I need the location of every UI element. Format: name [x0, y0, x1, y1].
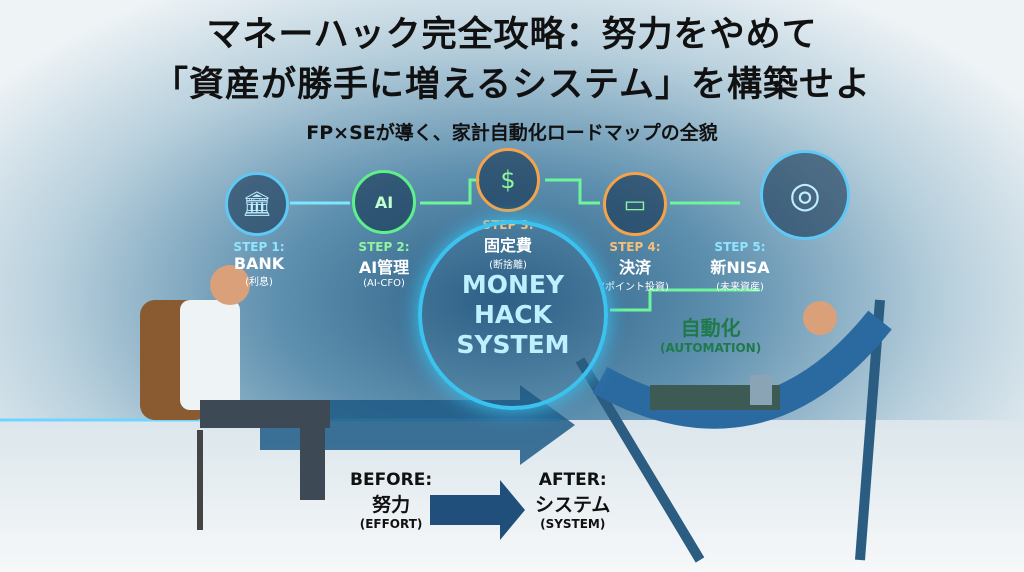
ai-chip-icon: AI [352, 170, 416, 234]
hub-line-2: HACK [474, 300, 552, 329]
before-head: BEFORE: [350, 470, 433, 490]
title-line-2: 「資産が勝手に増えるシステム」を構築せよ [153, 65, 871, 105]
circuit-line [610, 288, 760, 312]
before-jp: 努力 [372, 494, 411, 516]
step-label: AI管理 [358, 258, 410, 277]
brain-icon: ◎ [760, 150, 850, 240]
hub-line-1: MONEY [461, 270, 565, 299]
after-en: (SYSTEM) [540, 517, 606, 531]
subtitle: FP×SEが導く、家計自動化ロードマップの全貌 [306, 122, 718, 144]
step-number: STEP 2: [358, 240, 410, 254]
step-sub: (利息) [245, 277, 273, 288]
before-label: BEFORE: 努力 (EFFORT) [350, 470, 432, 531]
relaxing-man-hammock-illustration [575, 299, 892, 563]
step-4: STEP 4: 決済 (ポイント投資) [575, 240, 695, 293]
step-sub: (未来資産) [716, 282, 764, 293]
step-1: STEP 1: BANK (利息) [199, 240, 319, 288]
before-after-arrow-icon [430, 480, 525, 540]
automation-en: (AUTOMATION) [660, 341, 762, 355]
step-number: STEP 4: [609, 240, 661, 254]
title-line-1: マネーハック完全攻略：努力をやめて [206, 15, 818, 55]
step-label: 決済 [618, 258, 651, 277]
step-5: STEP 5: 新NISA (未来資産) [680, 240, 800, 293]
step-number: STEP 1: [233, 240, 285, 254]
coins-icon: $ [476, 148, 540, 212]
hub-line-3: SYSTEM [456, 330, 570, 359]
step-label: 新NISA [710, 258, 770, 277]
bank-icon: 🏛 [225, 172, 289, 236]
after-label: AFTER: システム (SYSTEM) [535, 470, 610, 531]
automation-jp: 自動化 [680, 316, 741, 340]
flow-arrow-2 [420, 178, 480, 205]
step-label: BANK [233, 254, 285, 273]
tired-man-illustration [140, 265, 330, 530]
after-jp: システム [535, 494, 611, 516]
flow-arrow-3 [545, 178, 600, 205]
before-en: (EFFORT) [359, 517, 423, 531]
step-sub: (AI-CFO) [363, 278, 405, 289]
step-number: STEP 5: [714, 240, 766, 254]
after-head: AFTER: [538, 470, 607, 490]
card-icon: ▭ [603, 172, 667, 236]
step-2: STEP 2: AI管理 (AI-CFO) [324, 240, 444, 289]
step-sub: (ポイント投資) [601, 282, 669, 293]
automation-label: 自動化 (AUTOMATION) [660, 312, 761, 355]
money-hack-system-hub: MONEY HACK SYSTEM [418, 220, 608, 410]
